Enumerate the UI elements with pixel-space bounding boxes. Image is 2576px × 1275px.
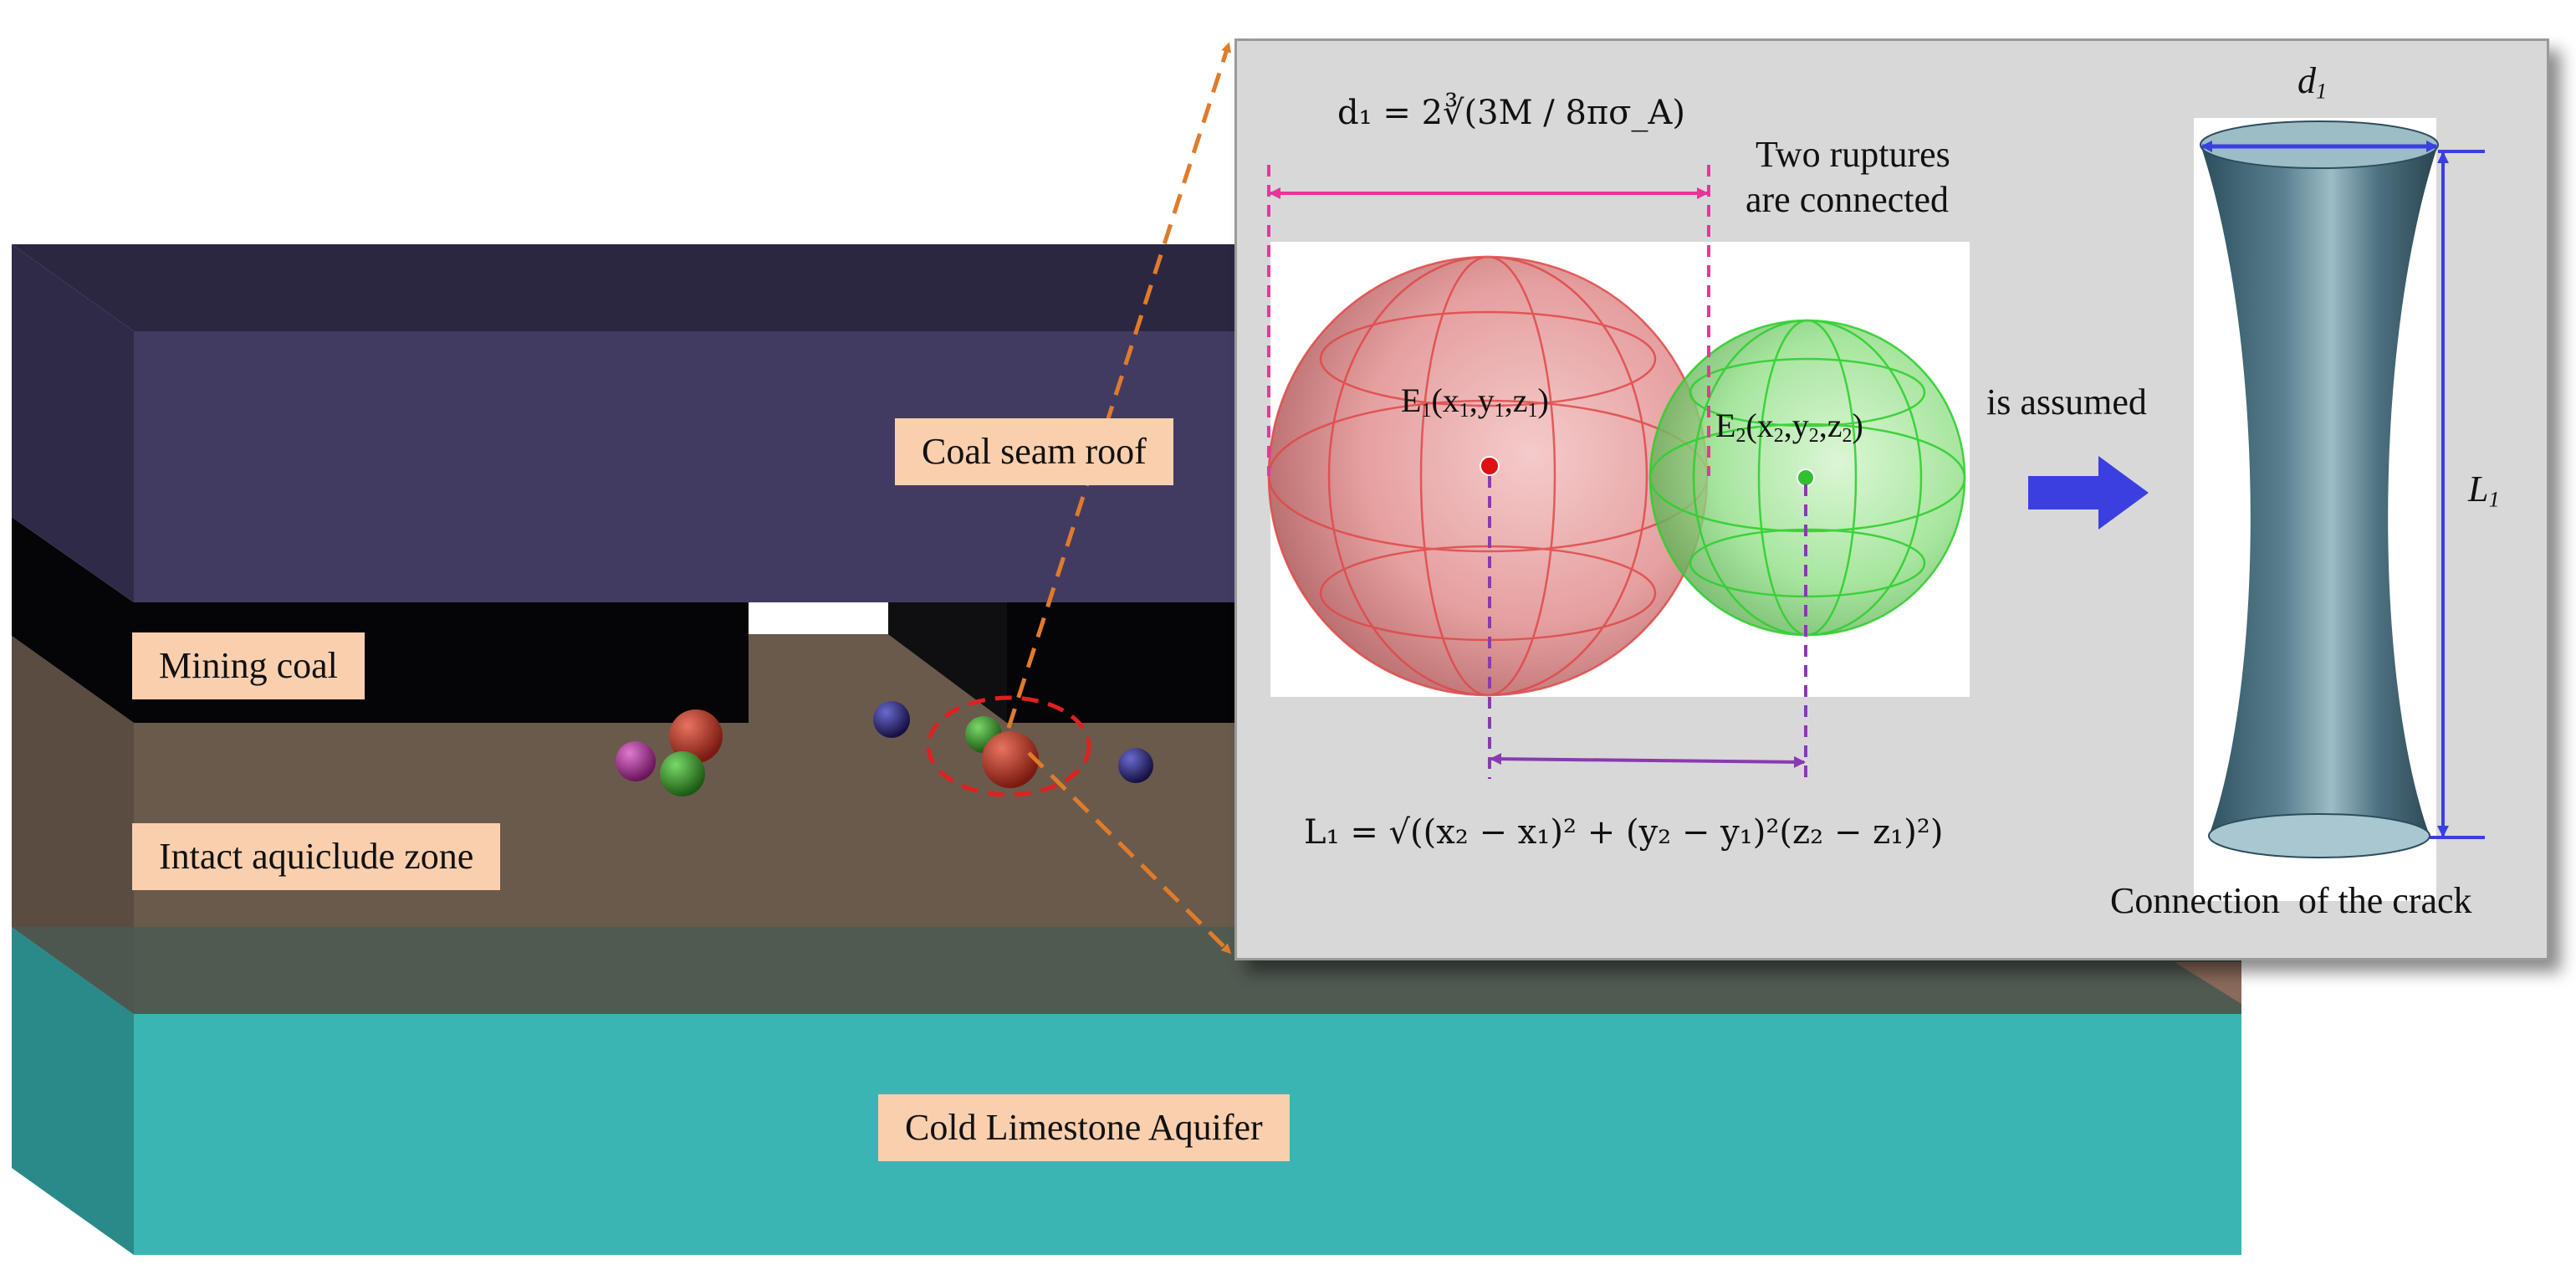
e2-label: E2(x2,y2,z2): [1715, 407, 1863, 447]
rupture-note-line2: are connected: [1745, 179, 1950, 220]
distance-dimension: [1488, 476, 1807, 779]
leader-arrow-up: [1006, 42, 1231, 729]
rupture-sphere-e2: [1648, 319, 1966, 637]
rupture-detail-panel: d₁ = 2∛(3M / 8πσ_A) Two ruptures are con…: [1234, 38, 2549, 960]
aquiclude-label: Intact aquiclude zone: [132, 823, 501, 890]
e2-center-dot: [1797, 469, 1815, 487]
seismic-events: [616, 695, 1153, 797]
event-blue-2: [1118, 748, 1153, 783]
leader-arrow-down: [1027, 751, 1232, 955]
leader-arrows: [1006, 42, 1232, 955]
event-magenta-1: [616, 741, 656, 781]
mining-coal-label: Mining coal: [132, 632, 365, 699]
aquifer-label: Cold Limestone Aquifer: [878, 1094, 1290, 1161]
roof-label: Coal seam roof: [895, 418, 1173, 485]
crack-l-label: L1: [2468, 469, 2500, 512]
event-red-2: [982, 731, 1039, 788]
crack-caption: Connection of the crack: [2110, 880, 2472, 921]
l1-formula: L₁ = √((x₂ − x₁)² + (y₂ − y₁)²(z₂ − z₁)²…: [1304, 813, 1944, 852]
e1-center-dot: [1480, 456, 1500, 476]
e1-label: E1(x1,y1,z1): [1401, 381, 1549, 422]
crack-cylinder: [2194, 118, 2485, 901]
assumed-arrow: [2028, 456, 2149, 530]
panel-graphics: [1267, 118, 2485, 901]
assumed-label: is assumed: [1986, 381, 2147, 422]
d1-formula: d₁ = 2∛(3M / 8πσ_A): [1337, 94, 1685, 132]
event-green-1: [660, 751, 705, 796]
rupture-note-line1: Two ruptures: [1756, 134, 1950, 175]
diameter-dimension: [1267, 165, 1710, 476]
event-blue-1: [873, 701, 910, 738]
event-red-1: [669, 709, 723, 763]
crack-d-label: d1: [2297, 60, 2328, 104]
selected-events-ring: [926, 695, 1091, 797]
